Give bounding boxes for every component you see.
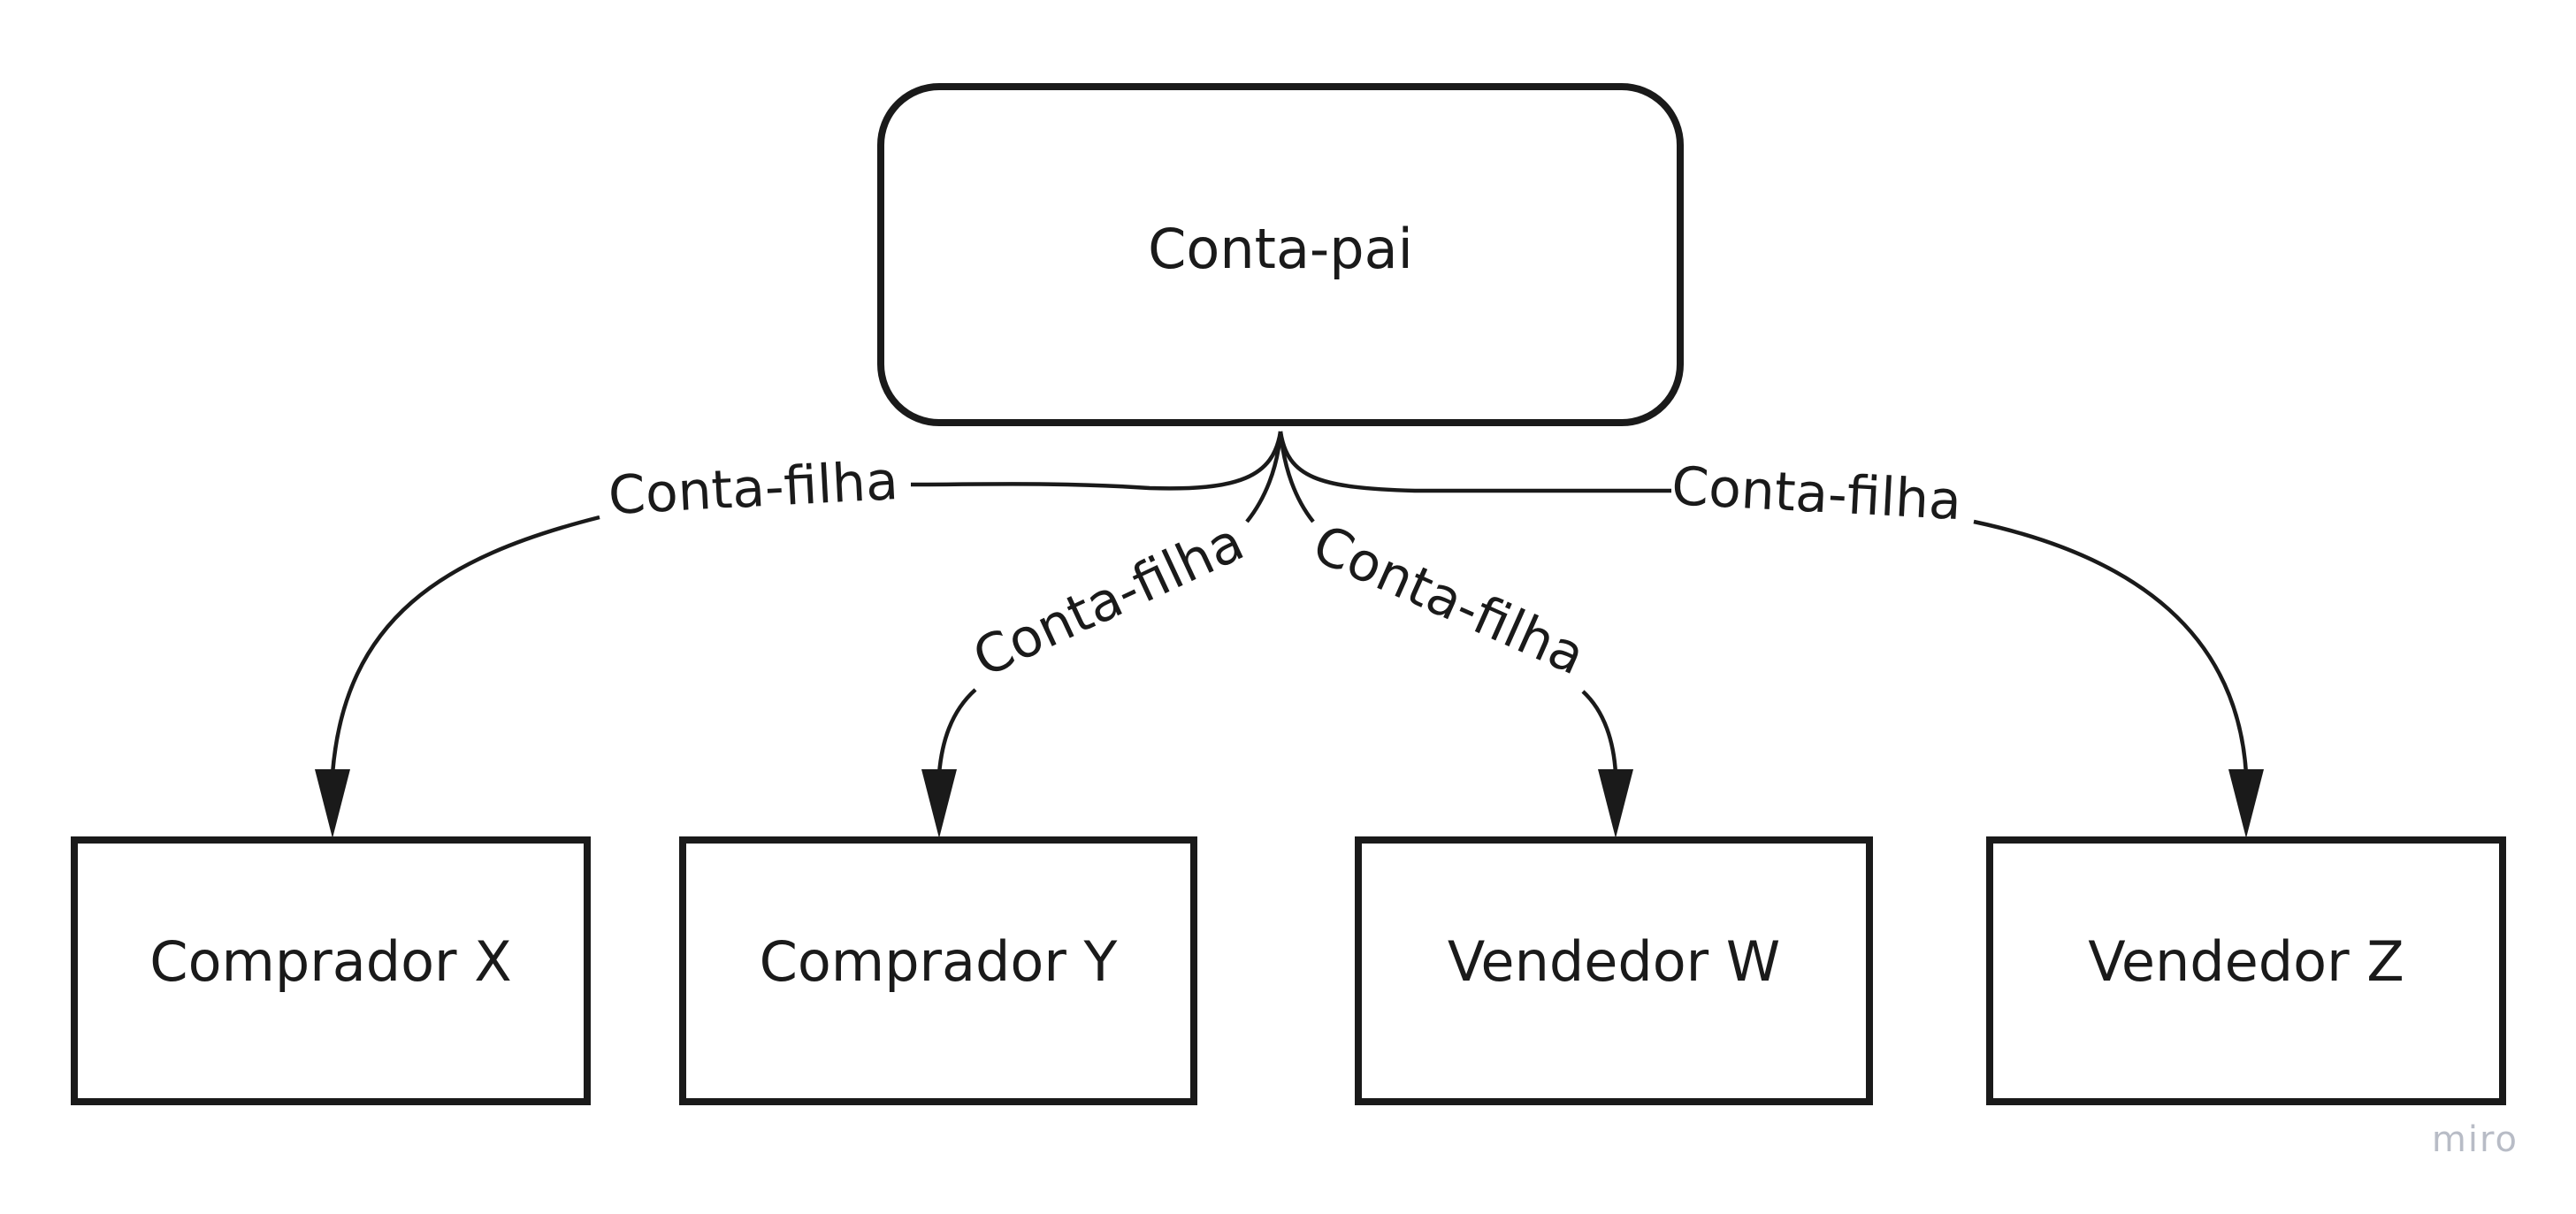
edge-to-comprador-y-lower [936, 688, 977, 775]
child-node-comprador-x: Comprador X [71, 836, 591, 1105]
child-node-comprador-y: Comprador Y [679, 836, 1197, 1105]
child-node-box [71, 836, 591, 1105]
edge-labels: Conta-filha Conta-filha Conta-filha Cont… [607, 450, 1962, 690]
miro-watermark: miro [2432, 1119, 2519, 1160]
child-node-box [679, 836, 1197, 1105]
edge-to-vendedor-z [1278, 431, 1671, 493]
child-node-label: Vendedor W [1448, 929, 1780, 994]
edges [315, 431, 2264, 838]
child-node-box [1355, 836, 1873, 1105]
edge-label-vendedor-w: Conta-filha [1303, 513, 1594, 687]
edge-to-comprador-x-lower [330, 515, 600, 775]
arrowhead-vendedor-w [1598, 769, 1633, 838]
child-node-vendedor-z: Vendedor Z [1986, 836, 2506, 1105]
parent-node-box [877, 83, 1684, 426]
arrowhead-vendedor-z [2228, 769, 2264, 838]
edge-to-vendedor-z-lower [1973, 519, 2249, 775]
edge-label-comprador-y: Conta-filha [964, 511, 1253, 690]
edge-to-comprador-x [910, 431, 1283, 491]
edge-label-vendedor-z: Conta-filha [1670, 455, 1963, 532]
parent-node: Conta-pai [877, 83, 1684, 426]
child-node-box [1986, 836, 2506, 1105]
child-node-label: Comprador Y [760, 929, 1118, 994]
child-node-vendedor-w: Vendedor W [1355, 836, 1873, 1105]
child-node-label: Vendedor Z [2088, 929, 2404, 994]
parent-node-label: Conta-pai [1148, 217, 1413, 281]
arrowhead-comprador-y [921, 769, 957, 838]
child-node-label: Comprador X [149, 929, 511, 994]
arrowhead-comprador-x [315, 769, 350, 838]
edge-label-comprador-x: Conta-filha [607, 450, 899, 527]
edge-to-vendedor-w-lower [1581, 690, 1618, 775]
edge-to-comprador-y [1245, 431, 1283, 523]
